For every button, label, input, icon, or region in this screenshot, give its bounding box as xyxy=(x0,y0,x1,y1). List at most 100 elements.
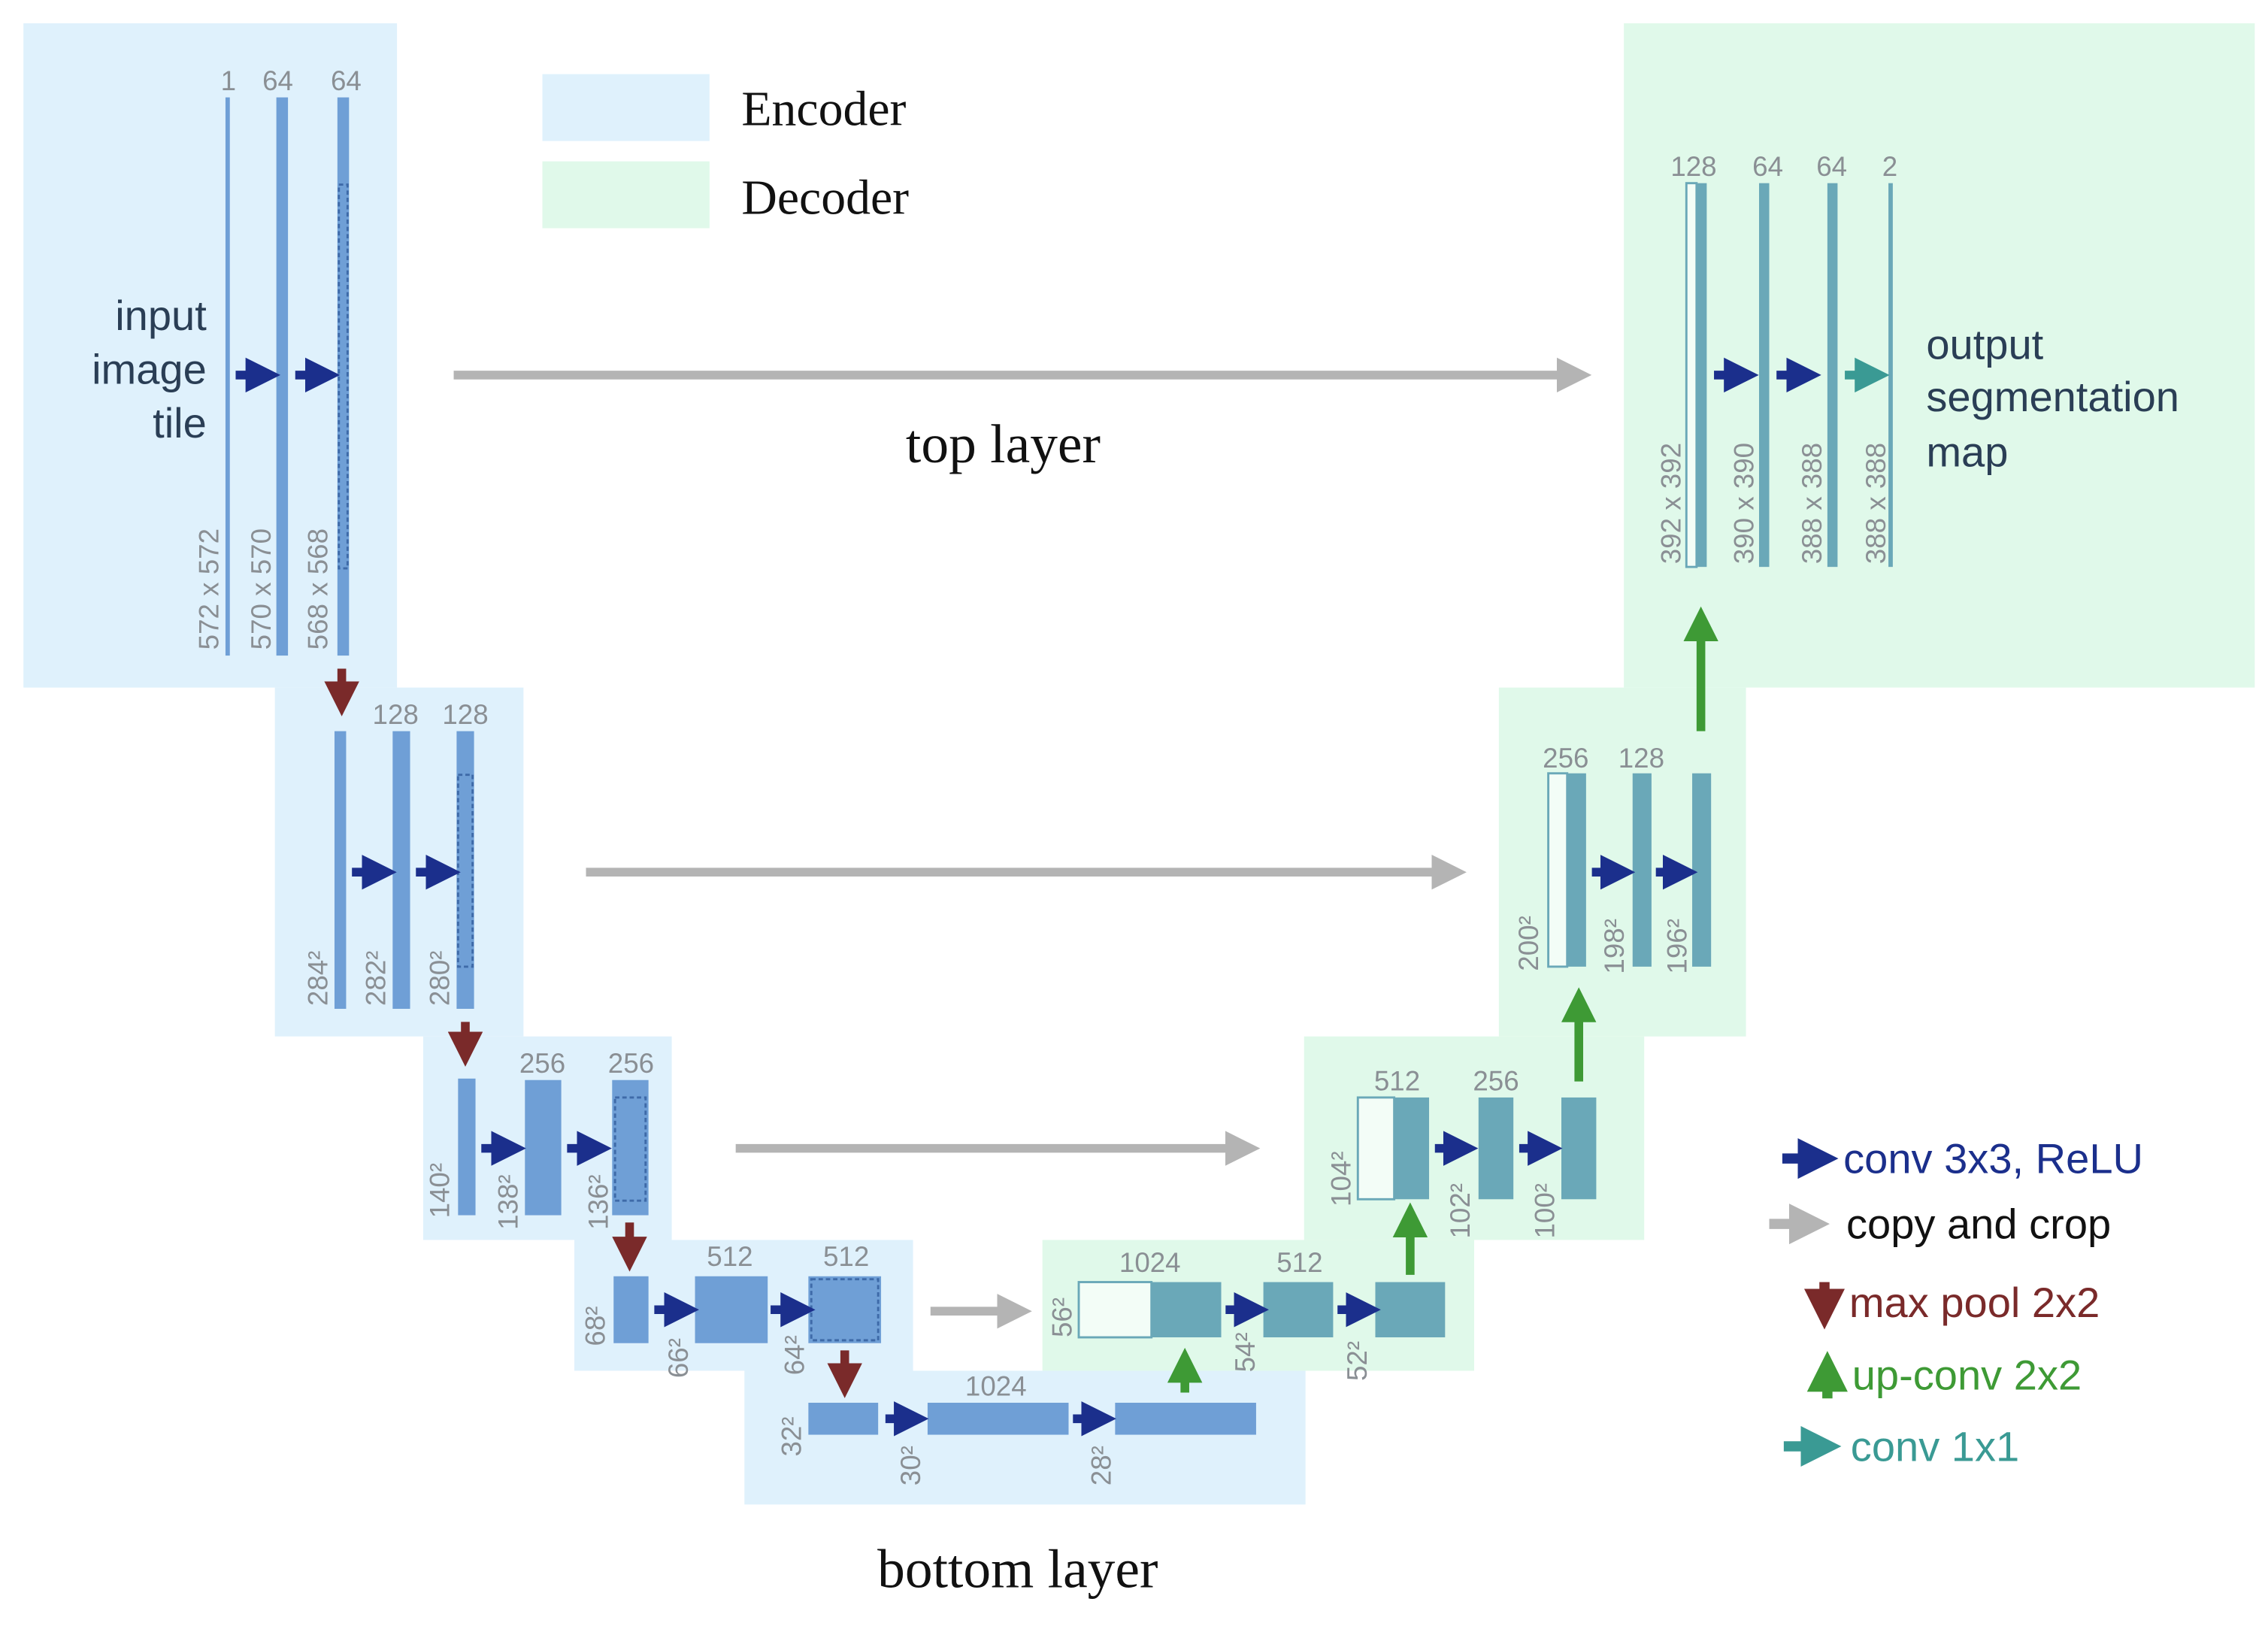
encoder-level3: 256 256 140² 138² 136² xyxy=(425,1048,654,1272)
size-label: 198² xyxy=(1599,919,1630,974)
channel-label: 64 xyxy=(1816,151,1847,182)
feature-map-1 xyxy=(225,97,230,656)
feature-map xyxy=(458,1078,476,1216)
size-label: 102² xyxy=(1445,1183,1476,1239)
channel-label: 1024 xyxy=(965,1370,1027,1401)
size-label: 56² xyxy=(1046,1297,1077,1337)
channel-label: 64 xyxy=(1752,151,1783,182)
decoder-legend-swatch xyxy=(542,161,710,229)
decoder-level4: 1024 512 56² 54² 52² xyxy=(1046,1202,1446,1381)
input-label-line3: tile xyxy=(153,399,207,447)
feature-map xyxy=(1758,183,1770,568)
conv1x1-legend-label: conv 1x1 xyxy=(1851,1422,2019,1470)
encoder-level1: 1 64 64 572 x 572 570 x 570 568 x 568 xyxy=(193,65,362,716)
size-label: 52² xyxy=(1342,1341,1373,1381)
feature-map xyxy=(808,1276,882,1343)
feature-map xyxy=(1632,773,1652,967)
output-label-line3: map xyxy=(1926,428,2008,476)
feature-map xyxy=(456,731,474,1009)
feature-map-64a xyxy=(276,97,289,656)
output-map xyxy=(1888,183,1893,568)
size-label: 30² xyxy=(895,1446,926,1485)
feature-map xyxy=(1394,1097,1430,1200)
channel-label: 64 xyxy=(331,65,362,96)
feature-map xyxy=(1115,1403,1256,1435)
feature-map xyxy=(1263,1282,1334,1337)
operation-legend: conv 3x3, ReLU copy and crop max pool 2x… xyxy=(1769,1134,2143,1470)
channel-label: 128 xyxy=(1670,151,1716,182)
output-label-line2: segmentation xyxy=(1926,373,2179,420)
channel-label: 256 xyxy=(519,1048,565,1079)
channel-label: 256 xyxy=(608,1048,654,1079)
size-label: 54² xyxy=(1230,1332,1261,1372)
channel-label: 1 xyxy=(221,65,236,96)
encoder-level4: 512 512 68² 66² 64² xyxy=(580,1241,882,1398)
channel-label: 512 xyxy=(1276,1247,1322,1278)
size-label: 64² xyxy=(780,1335,810,1375)
feature-map xyxy=(1151,1282,1222,1337)
size-label: 196² xyxy=(1661,919,1692,974)
channel-label: 256 xyxy=(1473,1065,1519,1096)
feature-map xyxy=(1827,183,1838,568)
size-label: 280² xyxy=(425,951,456,1007)
feature-map xyxy=(927,1403,1069,1435)
size-label: 28² xyxy=(1086,1446,1117,1485)
size-label: 572 x 572 xyxy=(193,528,224,649)
size-label: 282² xyxy=(361,951,392,1007)
size-label: 570 x 570 xyxy=(246,528,277,649)
input-label-line2: image xyxy=(92,345,207,392)
feature-map xyxy=(1696,183,1707,568)
feature-map xyxy=(612,1079,649,1216)
size-label: 68² xyxy=(580,1307,611,1346)
feature-map xyxy=(1375,1282,1446,1337)
channel-label: 256 xyxy=(1543,743,1588,774)
channel-label: 2 xyxy=(1882,151,1897,182)
decoder-region-level1 xyxy=(1624,23,2255,688)
feature-map xyxy=(525,1079,562,1216)
size-label: 388 x 388 xyxy=(1797,443,1827,564)
encoder-regions xyxy=(23,23,1306,1505)
cropped-copy-map xyxy=(1685,182,1698,568)
size-label: 66² xyxy=(663,1338,694,1378)
size-label: 392 x 392 xyxy=(1656,443,1687,564)
top-layer-label: top layer xyxy=(906,413,1101,474)
output-label-line1: output xyxy=(1926,321,2043,368)
encoder-level2: 128 128 284² 282² 280² xyxy=(302,699,489,1067)
channel-label: 1024 xyxy=(1119,1247,1181,1278)
feature-map xyxy=(808,1403,879,1435)
size-label: 136² xyxy=(583,1174,614,1230)
upconv-legend-label: up-conv 2x2 xyxy=(1852,1352,2082,1399)
feature-map xyxy=(1692,773,1712,967)
decoder-level3: 512 256 104² 102² 100² xyxy=(1326,987,1597,1239)
feature-map xyxy=(334,731,347,1009)
crop-region xyxy=(613,1096,647,1202)
feature-map-64b xyxy=(337,97,350,656)
encoder-region-level1 xyxy=(23,23,398,688)
copy-legend-label: copy and crop xyxy=(1846,1201,2111,1248)
feature-map xyxy=(613,1276,649,1343)
encoder-legend-label: Encoder xyxy=(741,81,906,136)
channel-label: 512 xyxy=(1374,1065,1420,1096)
channel-label: 128 xyxy=(373,699,419,730)
feature-map xyxy=(1567,773,1586,967)
feature-map xyxy=(1478,1097,1514,1200)
encoder-legend-swatch xyxy=(542,74,710,141)
decoder-level1: 128 64 64 2 392 x 392 390 x 390 388 x 38… xyxy=(1656,151,1897,568)
size-label: 284² xyxy=(302,951,333,1007)
input-label-line1: input xyxy=(115,292,207,339)
size-label: 390 x 390 xyxy=(1728,443,1759,564)
copy-arrows xyxy=(453,357,1592,1329)
size-label: 140² xyxy=(425,1163,456,1219)
size-label: 100² xyxy=(1529,1183,1560,1239)
size-label: 138² xyxy=(493,1174,524,1230)
decoder-legend-label: Decoder xyxy=(741,170,909,225)
bottom-layer-label: bottom layer xyxy=(877,1539,1158,1600)
cropped-copy-map xyxy=(1077,1281,1153,1339)
feature-map xyxy=(695,1276,768,1343)
output-label: output segmentation map xyxy=(1926,321,2179,476)
channel-label: 128 xyxy=(442,699,488,730)
size-label: 104² xyxy=(1326,1151,1357,1207)
size-label: 568 x 568 xyxy=(302,528,333,649)
input-label: input image tile xyxy=(92,292,207,447)
feature-map xyxy=(392,731,410,1009)
